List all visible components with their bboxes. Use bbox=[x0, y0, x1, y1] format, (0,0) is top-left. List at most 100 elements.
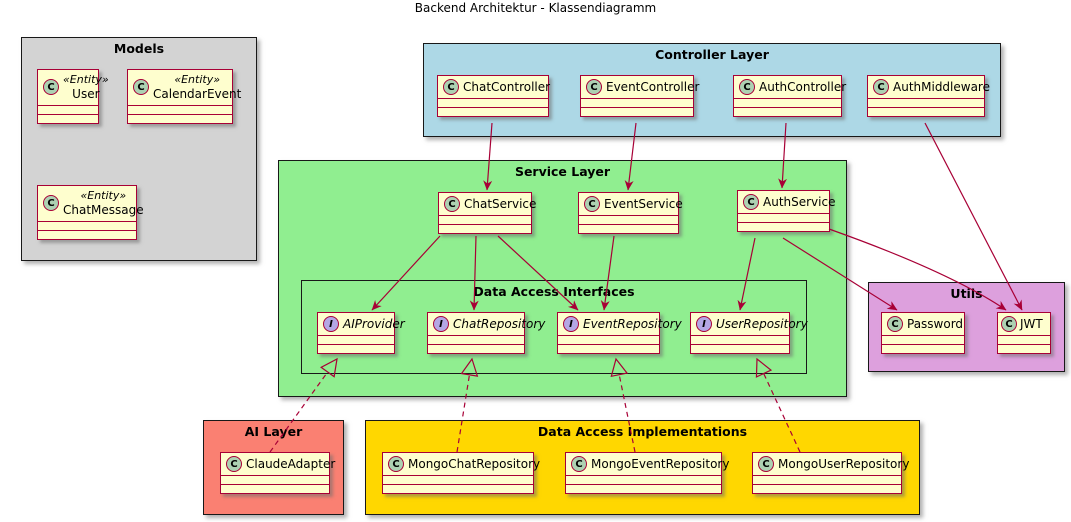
class-icon: C bbox=[444, 196, 460, 212]
interface-user-repository: I UserRepository bbox=[690, 312, 808, 354]
methods-compartment bbox=[318, 344, 394, 353]
methods-compartment bbox=[868, 107, 984, 116]
methods-compartment bbox=[439, 224, 531, 233]
package-title-controller-layer: Controller Layer bbox=[655, 47, 769, 62]
attributes-compartment bbox=[882, 335, 964, 344]
methods-compartment bbox=[581, 107, 693, 116]
class-icon: C bbox=[584, 196, 600, 212]
attributes-compartment bbox=[566, 475, 721, 484]
class-header: I EventRepository bbox=[558, 313, 682, 335]
class-chat-message: C «Entity» ChatMessage bbox=[37, 185, 144, 240]
package-title-ai-layer: AI Layer bbox=[244, 424, 303, 439]
class-header: I UserRepository bbox=[691, 313, 808, 335]
class-name: AuthController bbox=[759, 80, 847, 94]
class-header: C AuthMiddleware bbox=[868, 76, 990, 98]
class-icon: C bbox=[388, 456, 404, 472]
class-icon: C bbox=[443, 79, 459, 95]
class-auth-service: C AuthService bbox=[737, 190, 835, 232]
class-chat-controller: C ChatController bbox=[437, 75, 551, 117]
attributes-compartment bbox=[38, 104, 98, 114]
package-title-data-access-interfaces: Data Access Interfaces bbox=[473, 284, 635, 299]
attributes-compartment bbox=[579, 215, 678, 224]
class-header: C ChatService bbox=[439, 193, 536, 215]
attributes-compartment bbox=[738, 213, 829, 222]
methods-compartment bbox=[738, 222, 829, 231]
class-name: JWT bbox=[1020, 317, 1043, 331]
class-name: Password bbox=[907, 317, 964, 331]
class-header: C JWT bbox=[998, 313, 1050, 335]
methods-compartment bbox=[998, 344, 1050, 353]
methods-compartment bbox=[734, 107, 841, 116]
interface-icon: I bbox=[323, 316, 339, 332]
attributes-compartment bbox=[691, 335, 789, 344]
interface-name: UserRepository bbox=[716, 317, 808, 331]
class-name: MongoUserRepository bbox=[778, 457, 910, 471]
class-icon: C bbox=[887, 316, 903, 332]
class-header: C MongoEventRepository bbox=[566, 453, 729, 475]
class-header: C «Entity» User bbox=[38, 70, 109, 105]
class-header: C MongoUserRepository bbox=[753, 453, 909, 475]
interface-name: AIProvider bbox=[343, 317, 405, 331]
class-icon: C bbox=[133, 79, 149, 96]
methods-compartment bbox=[128, 113, 232, 123]
attributes-compartment bbox=[439, 215, 531, 224]
attributes-compartment bbox=[428, 335, 524, 344]
class-name: MongoEventRepository bbox=[591, 457, 730, 471]
class-chat-service: C ChatService bbox=[438, 192, 536, 234]
class-event-controller: C EventController bbox=[580, 75, 699, 117]
class-icon: C bbox=[43, 195, 59, 212]
class-header: C ClaudeAdapter bbox=[221, 453, 335, 475]
class-header: I ChatRepository bbox=[428, 313, 545, 335]
class-mongo-chat-repository: C MongoChatRepository bbox=[382, 452, 540, 494]
package-title-data-access-implementations: Data Access Implementations bbox=[537, 424, 748, 439]
class-header: C EventController bbox=[581, 76, 699, 98]
methods-compartment bbox=[691, 344, 789, 353]
attributes-compartment bbox=[753, 475, 901, 484]
attributes-compartment bbox=[221, 475, 329, 484]
class-auth-middleware: C AuthMiddleware bbox=[867, 75, 990, 117]
class-name: ChatController bbox=[463, 80, 551, 94]
class-header: C EventService bbox=[579, 193, 683, 215]
class-mongo-user-repository: C MongoUserRepository bbox=[752, 452, 909, 494]
class-name: AuthMiddleware bbox=[893, 80, 990, 94]
class-user: C «Entity» User bbox=[37, 69, 109, 124]
class-auth-controller: C AuthController bbox=[733, 75, 846, 117]
attributes-compartment bbox=[998, 335, 1050, 344]
class-mongo-event-repository: C MongoEventRepository bbox=[565, 452, 729, 494]
methods-compartment bbox=[579, 224, 678, 233]
class-icon: C bbox=[739, 79, 755, 95]
class-icon: C bbox=[743, 194, 759, 210]
methods-compartment bbox=[558, 344, 659, 353]
interface-event-repository: I EventRepository bbox=[557, 312, 682, 354]
class-name: MongoChatRepository bbox=[408, 457, 541, 471]
attributes-compartment bbox=[734, 98, 841, 107]
class-icon: C bbox=[758, 456, 774, 472]
class-icon: C bbox=[586, 79, 602, 95]
attributes-compartment bbox=[438, 98, 548, 107]
methods-compartment bbox=[428, 344, 524, 353]
class-name: CalendarEvent bbox=[153, 86, 242, 101]
class-jwt: C JWT bbox=[997, 312, 1051, 354]
package-title-models: Models bbox=[113, 41, 165, 56]
interface-icon: I bbox=[563, 316, 579, 332]
class-name: EventService bbox=[604, 197, 683, 211]
class-header: I AIProvider bbox=[318, 313, 405, 335]
class-claude-adapter: C ClaudeAdapter bbox=[220, 452, 335, 494]
attributes-compartment bbox=[38, 220, 136, 230]
class-event-service: C EventService bbox=[578, 192, 683, 234]
attributes-compartment bbox=[581, 98, 693, 107]
attributes-compartment bbox=[868, 98, 984, 107]
interface-icon: I bbox=[433, 316, 449, 332]
package-title-utils: Utils bbox=[950, 286, 983, 301]
class-password: C Password bbox=[881, 312, 965, 354]
package-title-service-layer: Service Layer bbox=[514, 164, 611, 179]
methods-compartment bbox=[753, 484, 901, 493]
class-header: C MongoChatRepository bbox=[383, 453, 540, 475]
methods-compartment bbox=[38, 113, 98, 123]
methods-compartment bbox=[566, 484, 721, 493]
class-header: C ChatController bbox=[438, 76, 551, 98]
class-header: C AuthService bbox=[738, 191, 835, 213]
class-icon: C bbox=[226, 456, 242, 472]
stereotype-label: «Entity» bbox=[80, 189, 127, 202]
